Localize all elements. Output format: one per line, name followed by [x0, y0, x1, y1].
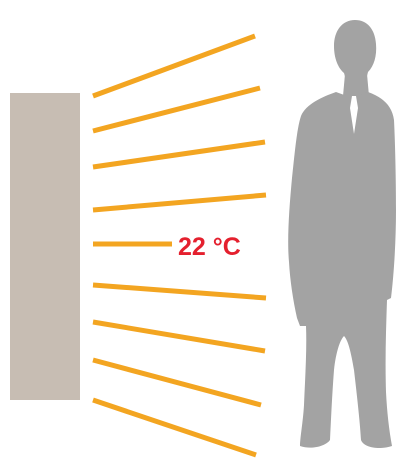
- heat-ray: [93, 360, 261, 405]
- heating-panel: [10, 93, 80, 400]
- heat-ray: [93, 195, 266, 210]
- heat-ray: [93, 88, 260, 131]
- heat-ray: [93, 36, 255, 96]
- temperature-label: 22 °C: [178, 233, 241, 261]
- heat-ray: [93, 400, 256, 455]
- heat-ray: [93, 322, 265, 351]
- heat-ray: [93, 285, 266, 298]
- person-silhouette-icon: [288, 20, 396, 448]
- heat-ray: [93, 142, 265, 167]
